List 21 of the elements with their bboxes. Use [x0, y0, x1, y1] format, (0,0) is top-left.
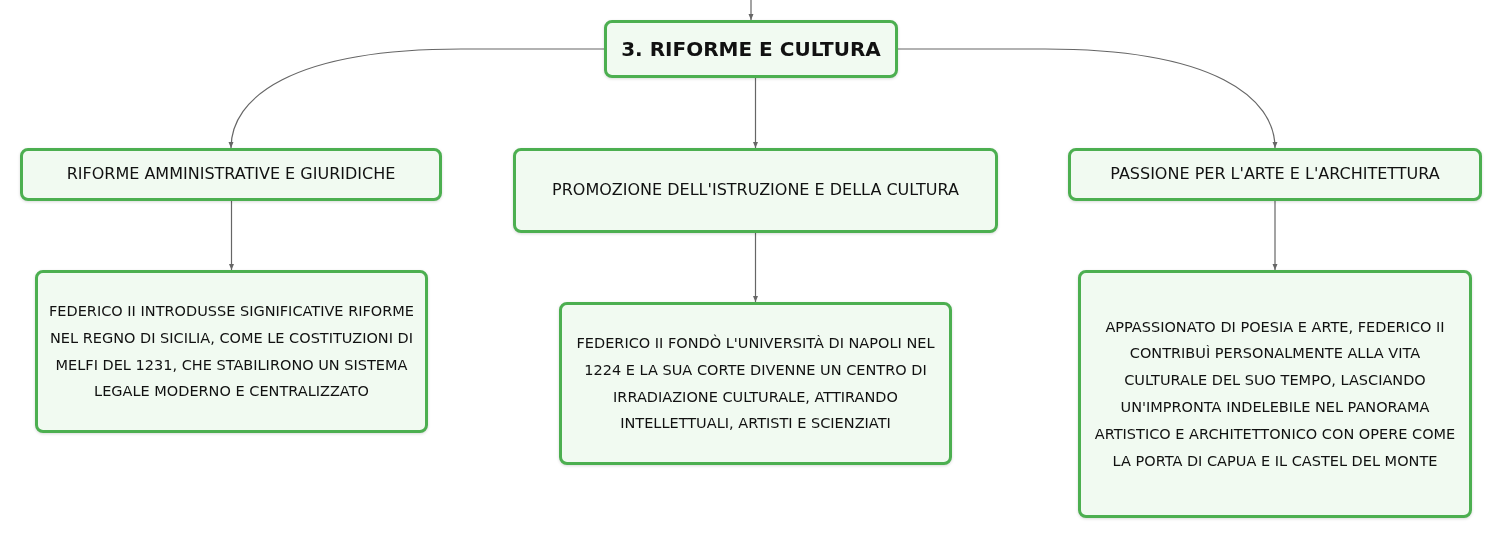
subtopic-box: [35, 270, 428, 433]
arrow: [897, 48, 1277, 149]
subtopic-box: [20, 148, 442, 201]
node-text: FEDERICO II FONDÒ L'UNIVERSITÀ DI NAPOLI NEL 1224 E LA SUA CORTE DIVENNE UN CENTRO DI IRRADIAZIONE CULTURALE, ATTIRANDO INTELLETTUALI, ARTISTI E SCIENZIATI: [575, 333, 936, 434]
arrow: [1272, 200, 1278, 271]
node-text: FEDERICO II INTRODUSSE SIGNIFICATIVE RIFORME NEL REGNO DI SICILIA, COME LE COSTITUZIONI DI MELFI DEL 1231, CHE STABILIRONO UN SISTEMA LEGALE MODERNO E CENTRALIZZATO: [48, 301, 415, 402]
node-text: APPASSIONATO DI POESIA E ARTE, FEDERICO II CONTRIBUÌ PERSONALMENTE ALLA VITA CULTURALE DEL SUO TEMPO, LASCIANDO UN'IMPRONTA INDELEBILE NEL PANORAMA ARTISTICO E ARCHITETTONICO CON OPERE COME LA PORTA DI CAPUA E IL CASTEL DEL MONTE: [1093, 317, 1457, 471]
subtopic-box: [1078, 270, 1472, 518]
arrow: [748, 0, 754, 21]
arrow: [753, 232, 758, 303]
arrow: [229, 48, 605, 149]
node-text: RIFORME AMMINISTRATIVE E GIURIDICHE: [66, 164, 396, 185]
node-text: PASSIONE PER L'ARTE E L'ARCHITETTURA: [1110, 164, 1440, 185]
arrow: [229, 200, 234, 271]
subtopic-box: [559, 302, 952, 465]
topic-box: [604, 20, 898, 78]
arrow: [753, 77, 758, 149]
node-text: PROMOZIONE DELL'ISTRUZIONE E DELLA CULTURA: [552, 180, 959, 201]
topic-title: 3. RIFORME E CULTURA: [621, 36, 881, 62]
subtopic-box: [1068, 148, 1482, 201]
subtopic-box: [513, 148, 998, 233]
